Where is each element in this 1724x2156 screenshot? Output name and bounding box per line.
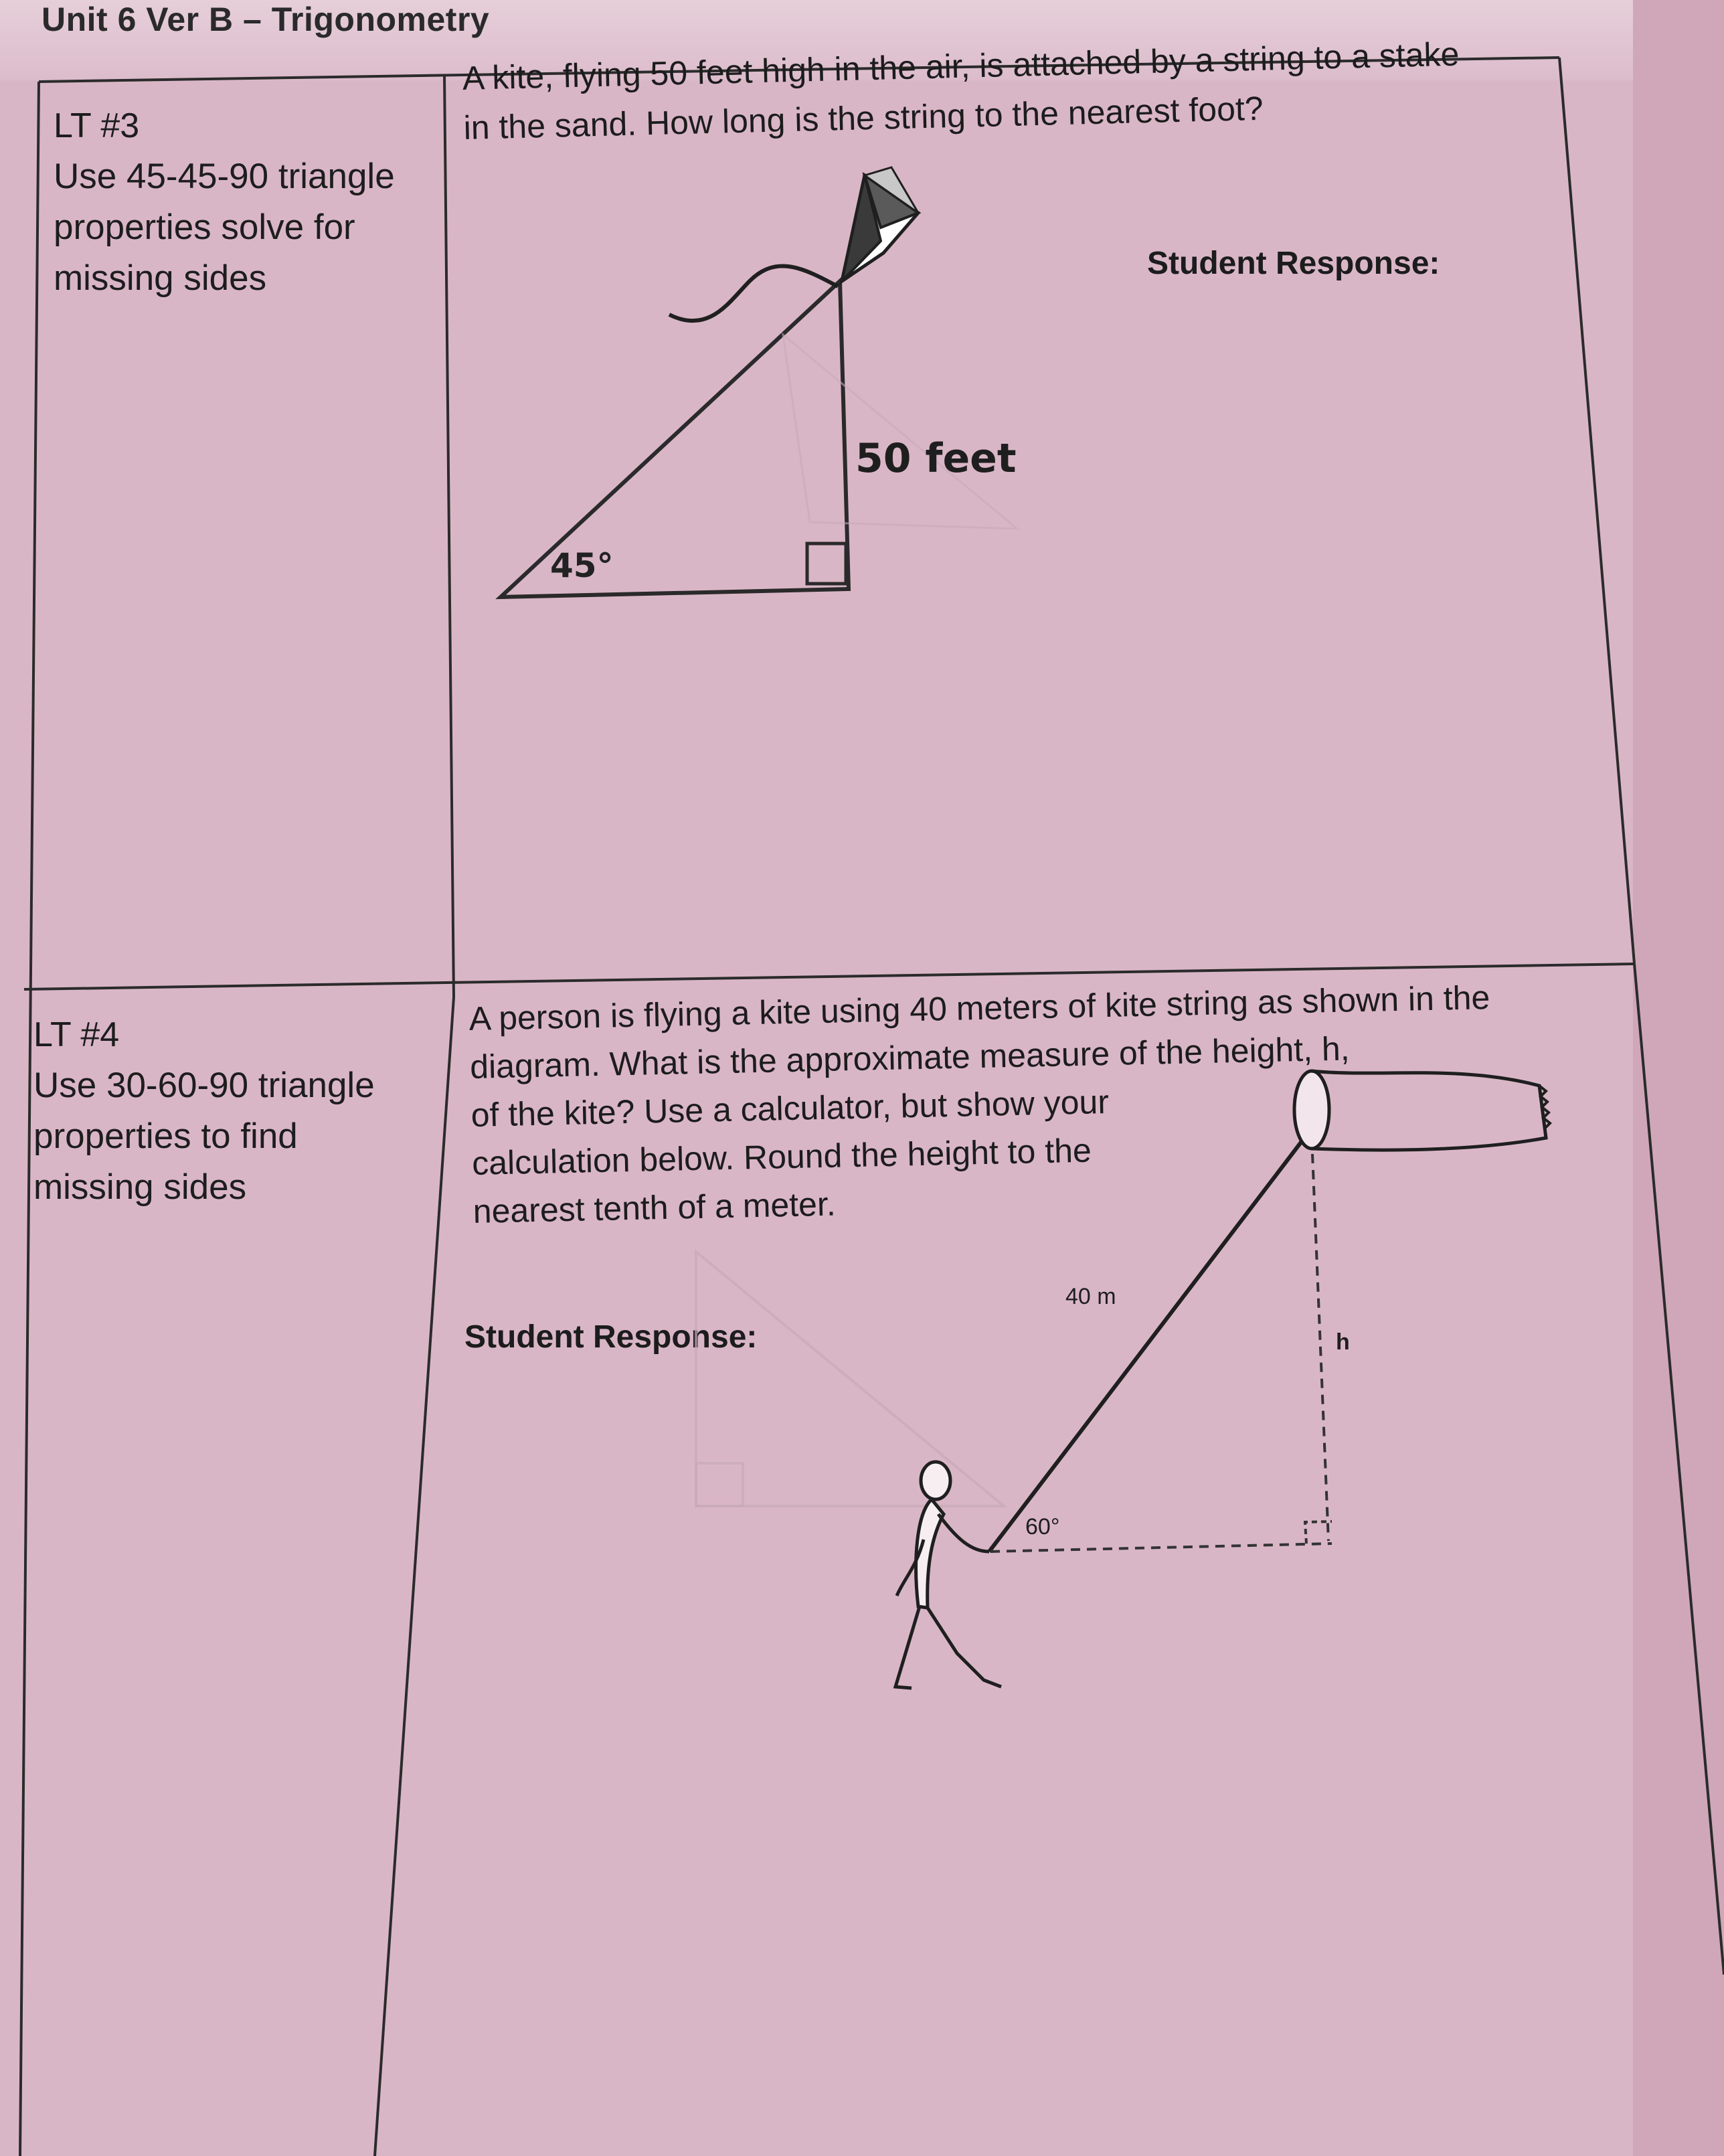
height-dashed-line xyxy=(1310,1137,1330,1542)
lt3-cell: LT #3 Use 45-45-90 triangle properties s… xyxy=(54,100,395,304)
kite-triangle xyxy=(495,276,851,600)
student-response-label-2: Student Response: xyxy=(464,1319,758,1355)
lt3-text-line-2: properties solve for xyxy=(54,208,355,247)
lt3-label: LT #3 xyxy=(54,106,140,145)
page-top-shadow xyxy=(0,0,1724,80)
side-50-feet-label: 50 feet xyxy=(855,435,1017,482)
lt4-text-line-3: missing sides xyxy=(33,1167,247,1207)
kite-tail xyxy=(668,264,839,323)
worksheet-title: Unit 6 Ver B – Trigonometry xyxy=(41,1,490,38)
lt3-text-line-1: Use 45-45-90 triangle xyxy=(54,157,395,196)
person-figure xyxy=(893,1460,1002,1690)
lt3-text-line-3: missing sides xyxy=(54,258,267,298)
student-response-label-1: Student Response: xyxy=(1147,246,1440,281)
height-h-label: h xyxy=(1336,1329,1350,1355)
angle-60-label: 60° xyxy=(1025,1514,1060,1540)
ground-dashed-line xyxy=(990,1542,1332,1553)
windsock-kite-icon xyxy=(1292,1069,1331,1151)
right-angle-marker xyxy=(805,542,848,586)
lt4-text-line-1: Use 30-60-90 triangle xyxy=(33,1066,375,1105)
angle-45-label: 45° xyxy=(550,546,614,585)
lt4-label: LT #4 xyxy=(33,1015,120,1054)
kite-string xyxy=(987,1131,1310,1553)
lt4-cell: LT #4 Use 30-60-90 triangle properties t… xyxy=(33,1009,375,1213)
lt4-text-line-2: properties to find xyxy=(33,1116,298,1156)
string-40m-label: 40 m xyxy=(1065,1284,1116,1309)
